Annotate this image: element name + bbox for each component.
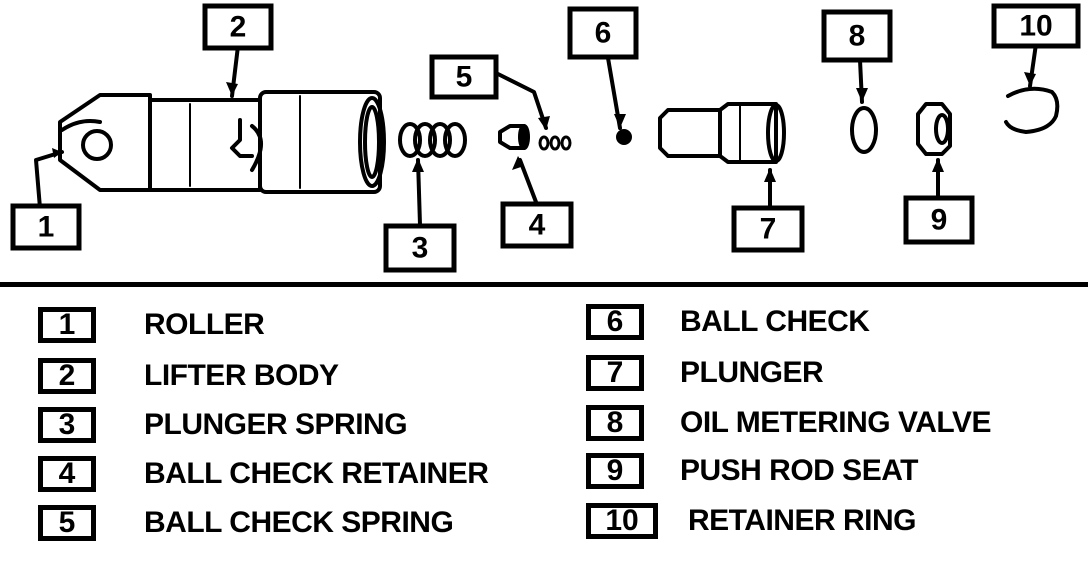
callout-box-3 — [383, 223, 457, 273]
callout-num-9: 9 — [931, 204, 948, 237]
callout-num-10: 10 — [1019, 10, 1052, 43]
plunger-drawing — [658, 102, 786, 164]
callout-num-8: 8 — [849, 20, 866, 53]
callout-num-6: 6 — [595, 17, 612, 50]
callout-num-1: 1 — [38, 211, 55, 244]
callout-box-9 — [903, 195, 975, 245]
callout-box-10 — [991, 3, 1081, 49]
callout-box-1 — [10, 203, 82, 251]
push-rod-seat-drawing — [916, 102, 952, 156]
callout-num-3: 3 — [412, 232, 429, 265]
callout-num-7: 7 — [760, 213, 777, 246]
callout-box-8 — [821, 9, 893, 63]
callout-box-6 — [567, 6, 639, 60]
ball-check-spring-drawing — [538, 135, 572, 151]
callout-box-2 — [202, 3, 274, 51]
separator-line — [0, 282, 1088, 287]
callout-num-4: 4 — [529, 209, 546, 242]
lifter-body-drawing — [58, 90, 386, 194]
ball-check-retainer-drawing — [498, 124, 530, 150]
callout-num-2: 2 — [230, 11, 247, 44]
oil-metering-valve-drawing — [850, 106, 878, 154]
ball-check-drawing — [616, 129, 632, 145]
plunger-spring-drawing — [398, 122, 467, 158]
callout-box-4 — [500, 201, 574, 249]
retainer-ring-drawing — [1004, 86, 1060, 134]
callout-num-5: 5 — [456, 61, 473, 94]
callout-box-7 — [731, 205, 805, 253]
callout-box-5 — [429, 54, 499, 100]
